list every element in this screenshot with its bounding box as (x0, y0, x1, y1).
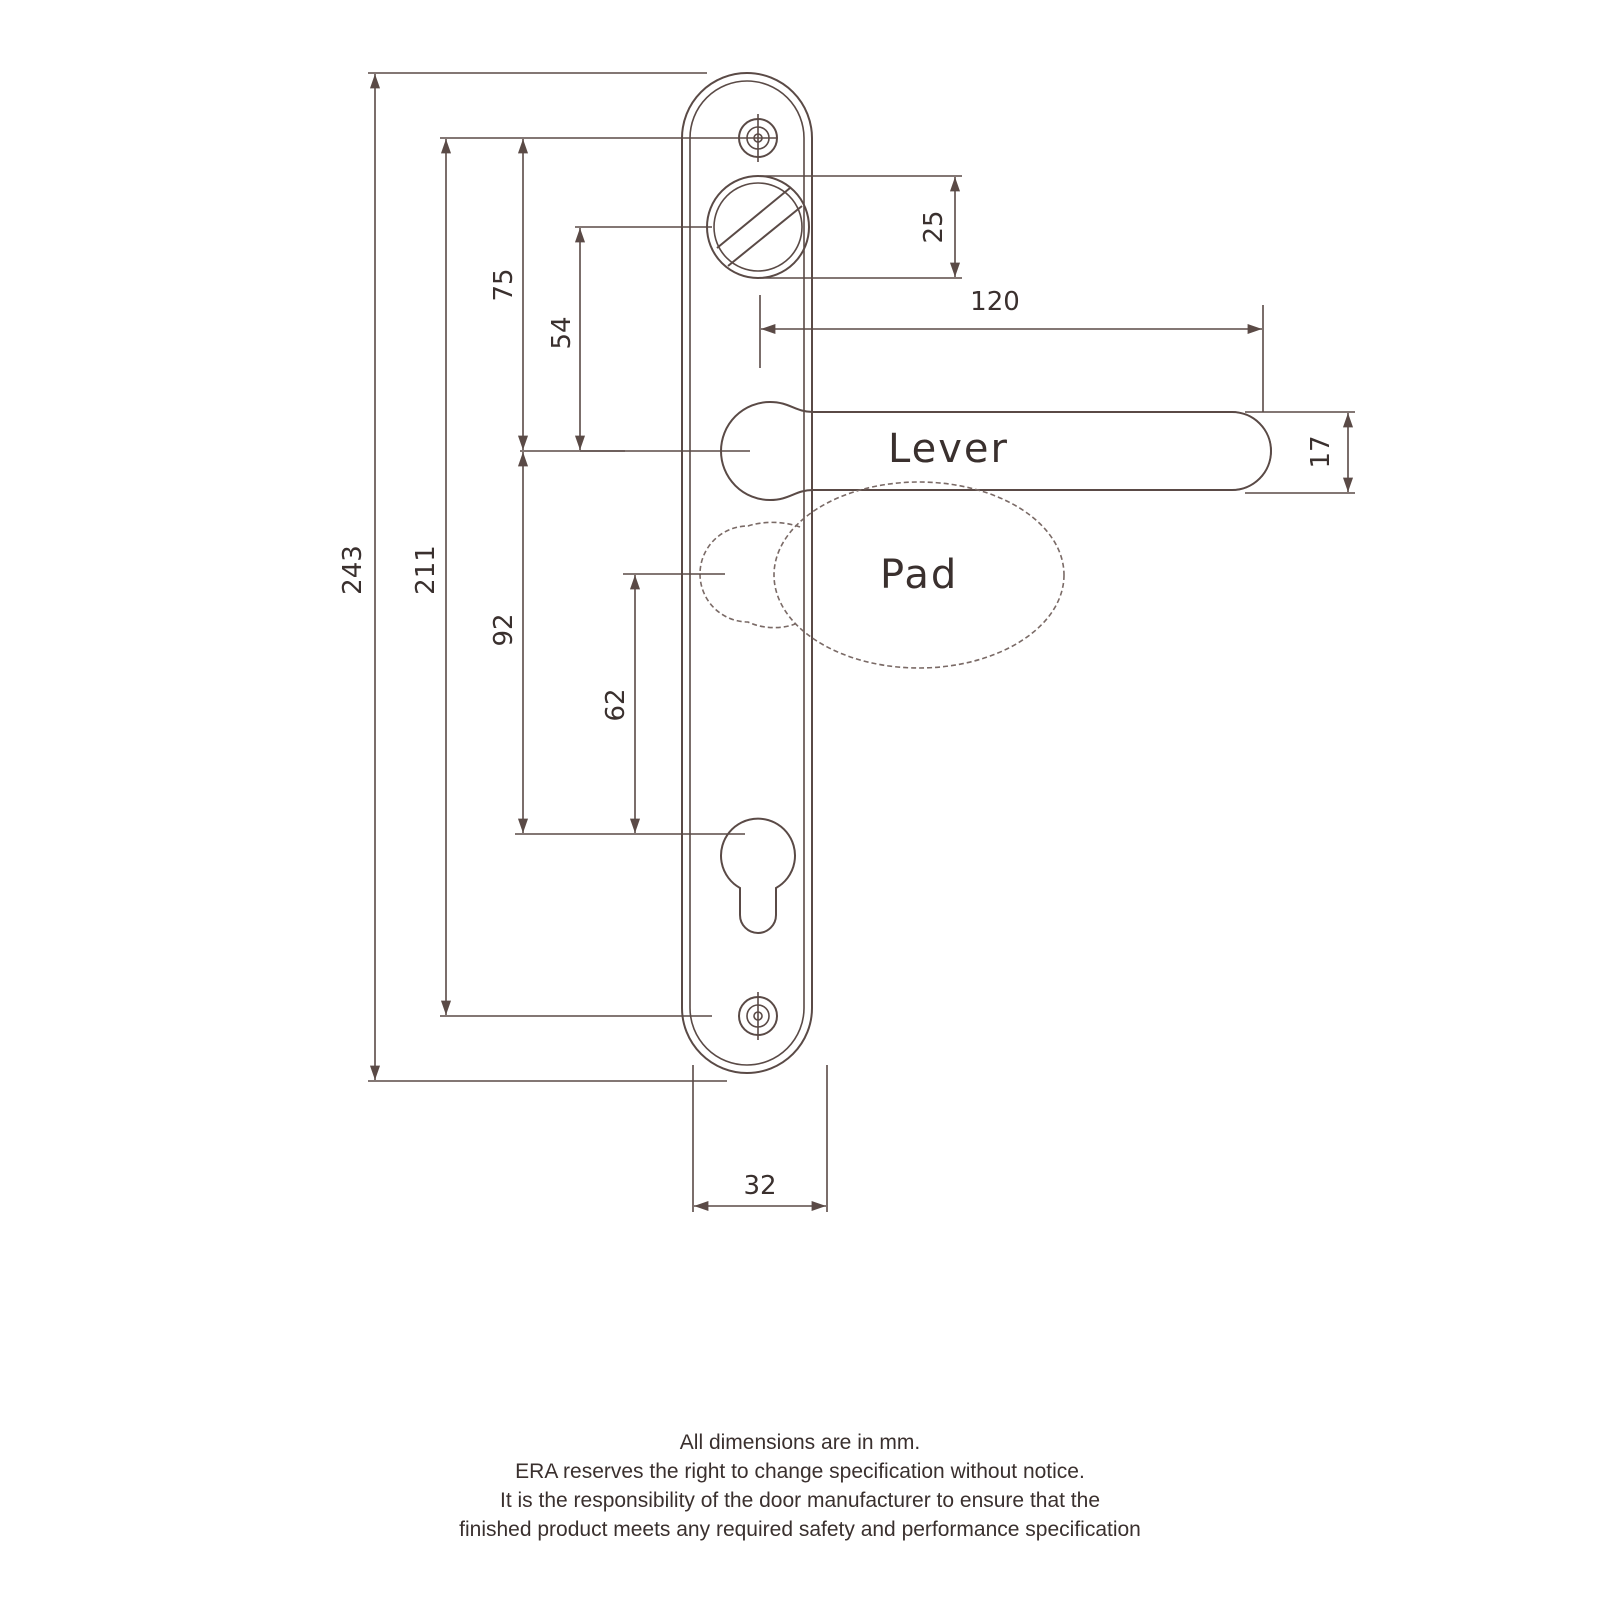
backplate (681, 72, 813, 1074)
dim-32: 32 (743, 1171, 776, 1201)
dimension-screw-to-lever: 75 (489, 139, 625, 452)
dim-75: 75 (489, 268, 519, 301)
dim-25: 25 (919, 210, 949, 243)
dim-120: 120 (970, 287, 1020, 317)
lever-label: Lever (888, 426, 1009, 472)
dim-17: 17 (1306, 435, 1336, 468)
dimension-lever-to-cylinder: 92 (489, 452, 745, 835)
note-line: finished product meets any required safe… (459, 1518, 1141, 1541)
dimension-overall-height: 243 (338, 72, 727, 1082)
dimension-screw-centres: 211 (411, 137, 777, 1017)
note-line: It is the responsibility of the door man… (500, 1489, 1100, 1512)
dimension-pad-to-cylinder: 62 (601, 573, 725, 833)
bottom-screw-icon (738, 992, 778, 1040)
lever-handle (720, 400, 1272, 502)
dimension-lever-length: 120 (759, 287, 1264, 412)
note-line: All dimensions are in mm. (679, 1431, 921, 1454)
dimension-spindle-diameter: 25 (760, 175, 962, 279)
dimension-plate-width: 32 (692, 1065, 828, 1212)
dim-92: 92 (489, 613, 519, 646)
dimension-lever-thickness: 17 (1245, 411, 1355, 494)
disclaimer-notes: All dimensions are in mm. ERA reserves t… (300, 1428, 1300, 1544)
dim-62: 62 (601, 688, 631, 721)
note-line: ERA reserves the right to change specifi… (515, 1460, 1085, 1483)
pad-label: Pad (880, 552, 958, 598)
cylinder-keyhole-icon (720, 817, 796, 934)
dim-54: 54 (547, 316, 577, 349)
dim-243: 243 (338, 545, 368, 595)
dimension-spindle-to-lever: 54 (547, 226, 750, 452)
spindle-rose-icon (706, 175, 810, 279)
dim-211: 211 (411, 545, 441, 595)
